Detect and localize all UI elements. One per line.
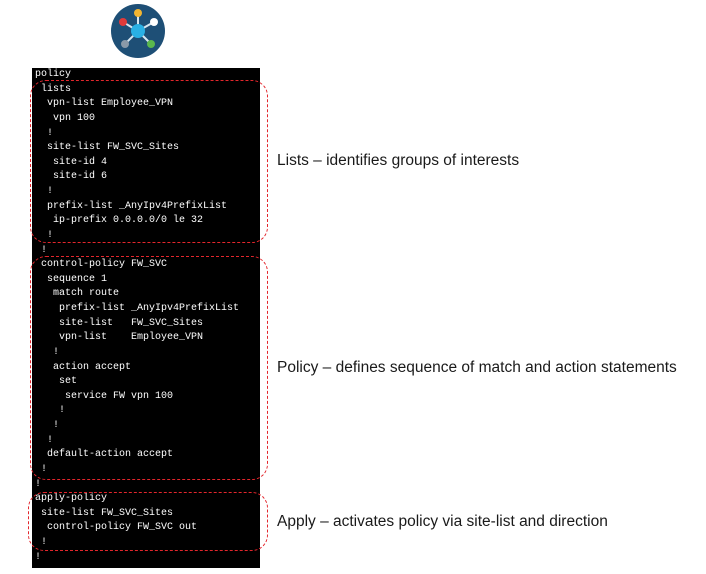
apply-annotation: Apply – activates policy via site-list a…: [277, 513, 608, 530]
code-line: !: [35, 346, 60, 358]
code-line: vpn-list Employee_VPN: [35, 98, 174, 110]
code-line: prefix-list _AnyIpv4PrefixList: [35, 200, 228, 212]
code-line: vpn-list Employee_VPN: [35, 332, 204, 344]
code-line: vpn 100: [35, 112, 96, 124]
apply-section-highlight: [28, 492, 268, 551]
code-line: !: [35, 434, 54, 446]
code-line: control-policy FW_SVC: [35, 259, 168, 271]
lists-section-highlight: [30, 80, 268, 243]
code-line: !: [35, 537, 48, 548]
code-line: control-policy FW_SVC out: [35, 522, 198, 534]
code-line: !: [35, 478, 42, 490]
policy-code-terminal: policy lists vpn-list Employee_VPN vpn 1…: [32, 68, 260, 568]
lists-annotation: Lists – identifies groups of interests: [277, 152, 520, 169]
code-line: !: [35, 420, 60, 431]
code-line: !: [35, 186, 54, 197]
code-line: !: [35, 127, 54, 139]
code-line: site-list FW_SVC_Sites: [35, 507, 174, 519]
code-line: !: [35, 229, 54, 241]
code-line: set: [35, 376, 78, 388]
code-line: service FW vpn 100: [35, 390, 174, 402]
network-hub-logo: [110, 3, 166, 59]
code-line: policy: [35, 69, 72, 80]
code-line: match route: [35, 288, 120, 300]
code-line: site-id 4: [35, 156, 108, 168]
code-line: prefix-list _AnyIpv4PrefixList: [35, 303, 240, 314]
code-line: !: [35, 551, 42, 563]
code-line: site-list FW_SVC_Sites: [35, 317, 204, 329]
code-line: site-id 6: [35, 171, 108, 183]
code-line: default-action accept: [35, 449, 174, 461]
code-line: ip-prefix 0.0.0.0/0 le 32: [35, 215, 204, 227]
code-line: sequence 1: [35, 273, 108, 285]
policy-annotation: Policy – defines sequence of match and a…: [277, 359, 677, 376]
code-line: lists: [35, 83, 72, 95]
code-line: !: [35, 244, 48, 256]
code-line: site-list FW_SVC_Sites: [35, 142, 180, 154]
code-line: action accept: [35, 361, 132, 373]
policy-section-highlight: [30, 256, 268, 480]
code-line: !: [35, 405, 66, 417]
policy-code-block: policy lists vpn-list Employee_VPN vpn 1…: [32, 68, 239, 565]
code-line: apply-policy: [35, 493, 108, 505]
network-hub-icon: [111, 4, 165, 58]
